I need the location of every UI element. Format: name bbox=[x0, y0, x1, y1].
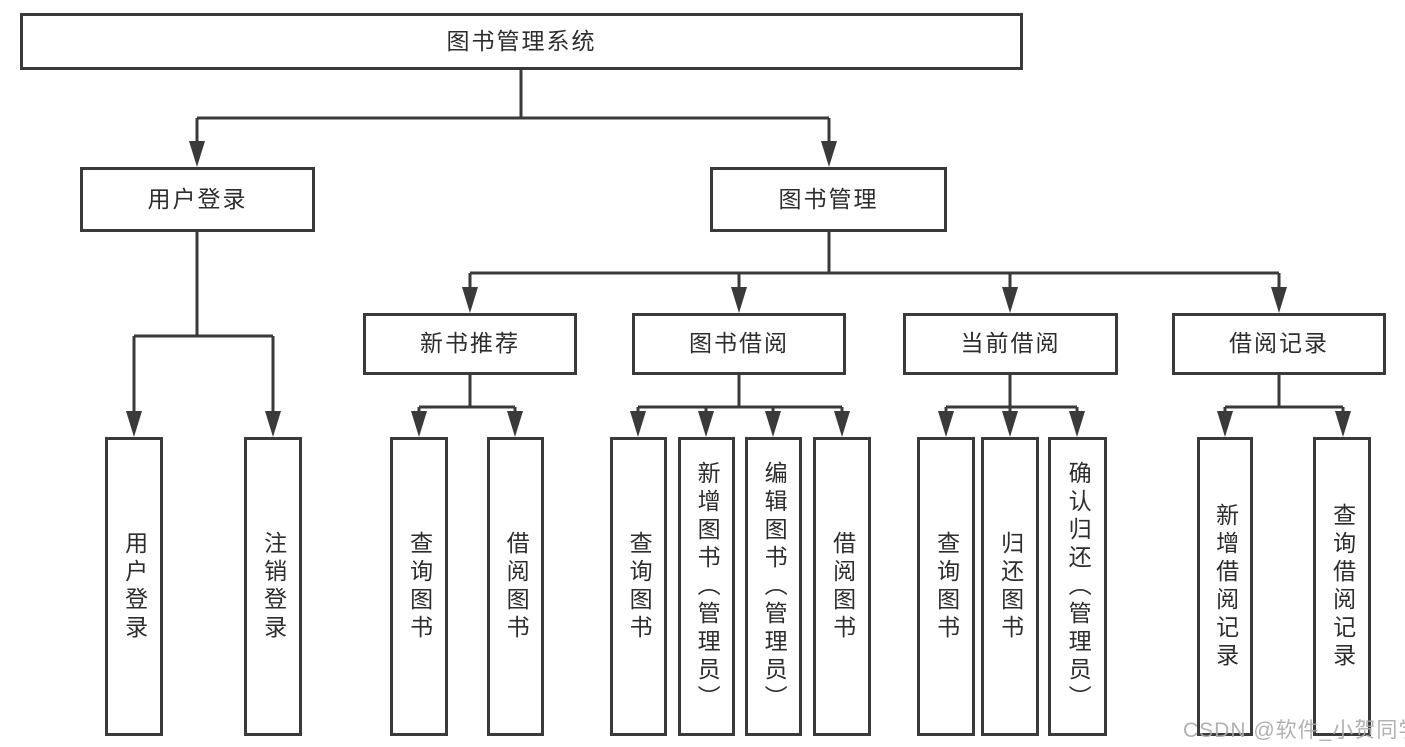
leaf-label: 归还图书 bbox=[997, 530, 1024, 643]
leaf-confirm-return-admin: 确认归还（管理员） bbox=[1048, 437, 1107, 736]
leaf-return-books: 归还图书 bbox=[981, 437, 1039, 736]
watermark-text: CSDN @软件_小贺同学 bbox=[1183, 719, 1405, 742]
node-book-borrow: 图书借阅 bbox=[632, 313, 846, 375]
leaf-add-borrow-record: 新增借阅记录 bbox=[1197, 437, 1253, 736]
leaf-edit-books-admin: 编辑图书（管理员） bbox=[745, 437, 802, 736]
leaf-borrow-books-newrec: 借阅图书 bbox=[487, 437, 544, 736]
node-current-borrow: 当前借阅 bbox=[903, 313, 1118, 375]
leaf-logout-login: 注销登录 bbox=[244, 437, 302, 736]
leaf-query-books-borrow: 查询图书 bbox=[610, 437, 667, 736]
leaf-label: 查询图书 bbox=[933, 530, 960, 643]
leaf-query-borrow-record: 查询借阅记录 bbox=[1313, 437, 1371, 736]
leaf-borrow-books-borrow: 借阅图书 bbox=[813, 437, 871, 736]
leaf-label: 借阅图书 bbox=[829, 530, 856, 643]
leaf-label: 借阅图书 bbox=[503, 530, 530, 643]
node-borrow-records: 借阅记录 bbox=[1172, 313, 1386, 375]
leaf-query-books-newrec: 查询图书 bbox=[390, 437, 448, 736]
leaf-label: 查询借阅记录 bbox=[1329, 502, 1356, 671]
leaf-add-books-admin: 新增图书（管理员） bbox=[678, 437, 735, 736]
leaf-label: 新增借阅记录 bbox=[1212, 502, 1239, 671]
node-book-management: 图书管理 bbox=[710, 167, 947, 232]
leaf-label: 查询图书 bbox=[406, 530, 433, 643]
node-user-login: 用户登录 bbox=[80, 167, 315, 232]
leaf-label: 查询图书 bbox=[626, 530, 653, 643]
leaf-label: 注销登录 bbox=[260, 530, 287, 643]
node-root: 图书管理系统 bbox=[20, 13, 1023, 70]
leaf-label: 新增图书（管理员） bbox=[694, 460, 721, 713]
leaf-label: 编辑图书（管理员） bbox=[761, 460, 788, 713]
leaf-label: 确认归还（管理员） bbox=[1065, 460, 1092, 713]
leaf-query-books-current: 查询图书 bbox=[917, 437, 975, 736]
leaf-user-login: 用户登录 bbox=[105, 437, 163, 736]
node-new-book-recommend: 新书推荐 bbox=[363, 313, 577, 375]
leaf-label: 用户登录 bbox=[121, 530, 148, 643]
